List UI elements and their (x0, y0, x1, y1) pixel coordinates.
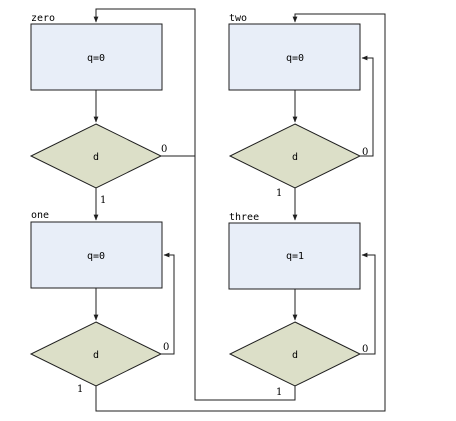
arrow-one-to-two (95, 13, 386, 412)
state-two-name: two (229, 13, 247, 24)
decision-one-no-label: 0 (163, 342, 169, 353)
decision-one-condition: d (93, 350, 99, 361)
state-zero: zero q=0 (30, 13, 163, 91)
state-zero-output: q=0 (87, 53, 105, 64)
state-three-name: three (229, 212, 259, 223)
decision-zero-no-label: 0 (161, 144, 167, 155)
decision-zero: d (29, 123, 163, 189)
decision-zero-yes-label: 1 (100, 195, 106, 206)
state-two-output: q=0 (286, 53, 304, 64)
decision-three-condition: d (292, 350, 298, 361)
arrow-three-to-zero (93, 8, 296, 401)
state-zero-box (30, 23, 163, 91)
decision-two-no-label: 0 (362, 147, 368, 158)
decision-two-yes-label: 1 (276, 188, 282, 199)
decision-two: d (228, 123, 362, 189)
decision-one-yes-label: 1 (77, 384, 83, 395)
decision-one: d (29, 321, 163, 387)
decision-three: d (228, 321, 362, 387)
state-one-name: one (31, 210, 49, 221)
state-one: one q=0 (30, 210, 163, 289)
decision-zero-condition: d (93, 152, 99, 163)
state-two-box (228, 23, 361, 91)
state-one-output: q=0 (87, 251, 105, 262)
decision-three-yes-label: 1 (276, 387, 282, 398)
decision-three-no-label: 0 (362, 344, 368, 355)
loop-three-self (360, 252, 376, 355)
decision-two-condition: d (292, 152, 298, 163)
loop-one-self (161, 252, 175, 355)
state-two: two q=0 (228, 13, 361, 91)
state-three: three q=1 (228, 212, 361, 290)
state-one-box (30, 221, 163, 289)
state-three-output: q=1 (286, 251, 304, 262)
loop-two-self (360, 55, 374, 157)
state-zero-name: zero (31, 13, 55, 24)
state-three-box (228, 222, 361, 290)
